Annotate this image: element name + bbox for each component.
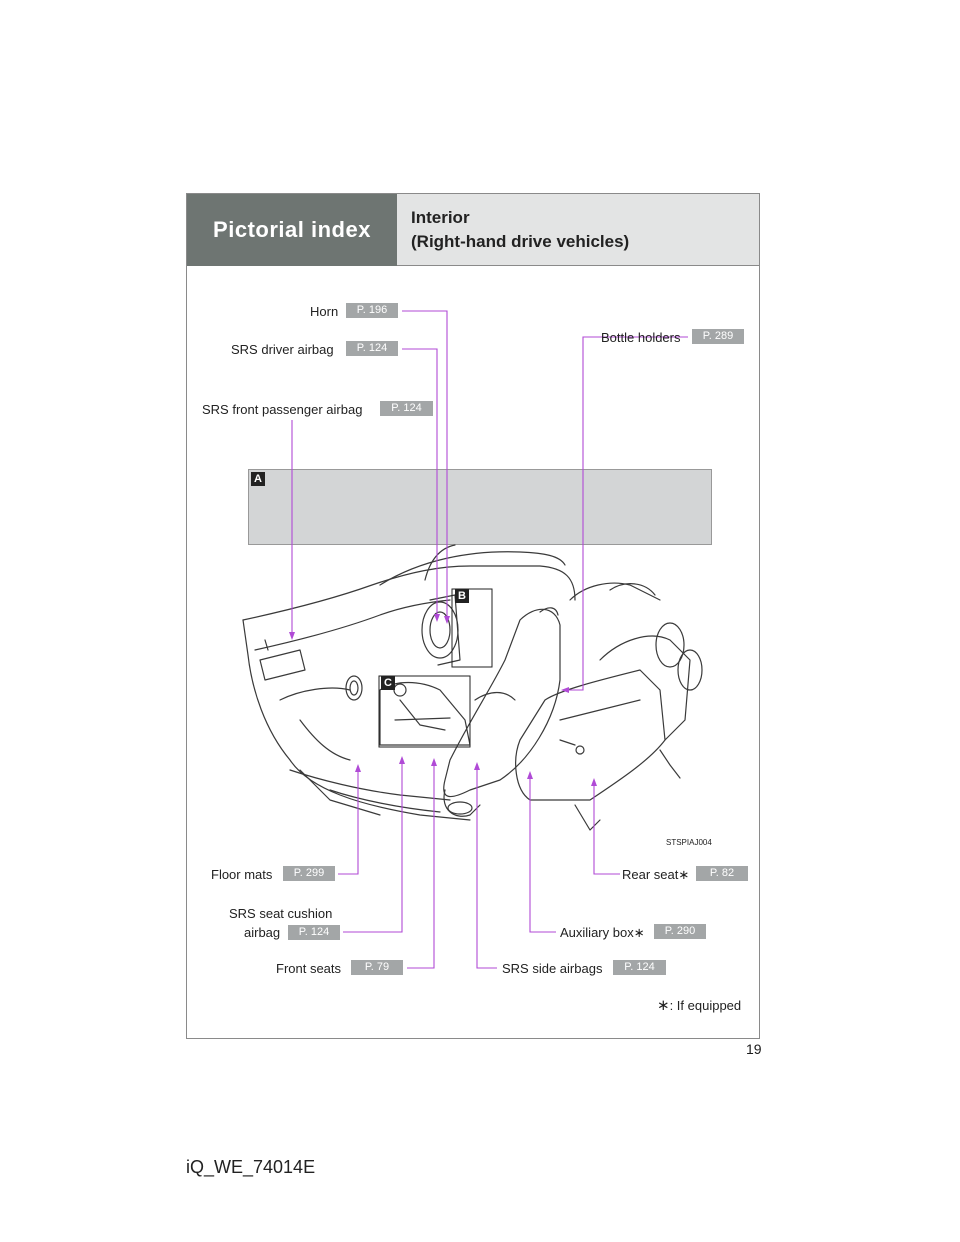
- driver-airbag-page-badge[interactable]: P. 124: [346, 341, 398, 356]
- footnote-text: : If equipped: [669, 998, 742, 1013]
- bottle-holders-page-badge[interactable]: P. 289: [692, 329, 744, 344]
- side-airbags-label: SRS side airbags: [502, 961, 603, 976]
- front-seats-label: Front seats: [276, 961, 342, 976]
- seat-cushion-airbag-page-badge[interactable]: P. 124: [288, 925, 340, 940]
- passenger-airbag-page-badge[interactable]: P. 124: [380, 401, 433, 416]
- bottle-holders-label: Bottle holders: [601, 330, 681, 345]
- driver-airbag-label: SRS driver airbag: [231, 342, 334, 357]
- region-a-panel: [248, 469, 712, 545]
- asterisk-icon: ∗: [678, 867, 690, 882]
- auxiliary-box-page-badge[interactable]: P. 290: [654, 924, 706, 939]
- rear-seat-text: Rear seat: [622, 867, 679, 882]
- page-title-line1: Interior: [411, 208, 470, 227]
- asterisk-icon: ∗: [657, 997, 670, 1014]
- section-title: Pictorial index: [213, 217, 371, 242]
- horn-label: Horn: [310, 304, 339, 319]
- document-code: iQ_WE_74014E: [186, 1157, 316, 1177]
- footnote: ∗: If equipped: [657, 996, 741, 1014]
- seat-cushion-airbag-label-line2: airbag: [244, 925, 281, 940]
- side-airbags-page-badge[interactable]: P. 124: [613, 960, 666, 975]
- front-seats-page-badge[interactable]: P. 79: [351, 960, 403, 975]
- passenger-airbag-label: SRS front passenger airbag: [202, 402, 363, 417]
- horn-page-badge[interactable]: P. 196: [346, 303, 398, 318]
- region-b-tag: B: [455, 589, 469, 603]
- rear-seat-page-badge[interactable]: P. 82: [696, 866, 748, 881]
- page-frame: Pictorial index Interior (Right-hand dri…: [186, 193, 760, 1039]
- floor-mats-label: Floor mats: [211, 867, 273, 882]
- floor-mats-page-badge[interactable]: P. 299: [283, 866, 335, 881]
- auxiliary-box-label: Auxiliary box∗: [560, 925, 645, 941]
- asterisk-icon: ∗: [633, 925, 645, 940]
- section-header: Pictorial index: [187, 194, 397, 266]
- seat-cushion-airbag-label-line1: SRS seat cushion: [229, 906, 333, 921]
- page-header: Interior (Right-hand drive vehicles): [397, 194, 759, 266]
- auxiliary-box-text: Auxiliary box: [560, 925, 634, 940]
- page-title-line2: (Right-hand drive vehicles): [411, 232, 630, 251]
- rear-seat-label: Rear seat∗: [622, 867, 689, 883]
- region-c-tag: C: [381, 676, 395, 690]
- region-a-tag: A: [251, 472, 265, 486]
- page-number: 19: [746, 1041, 762, 1057]
- image-code: STSPIAJ004: [666, 838, 712, 847]
